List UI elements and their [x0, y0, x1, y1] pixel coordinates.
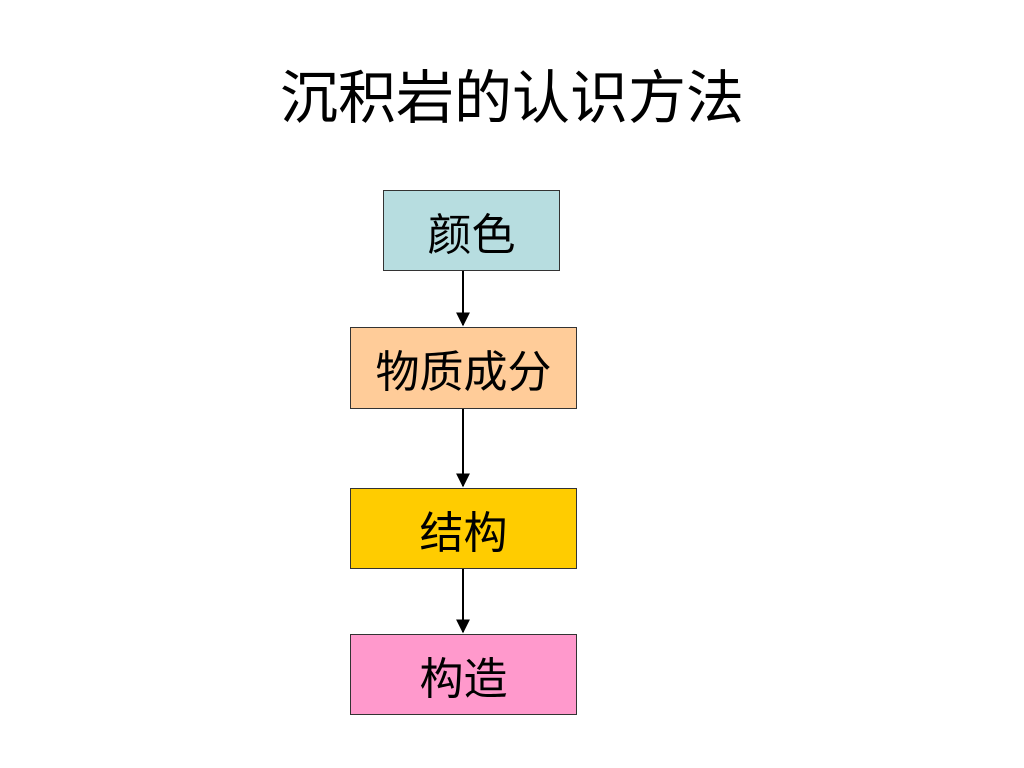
flow-box-color: 颜色: [383, 190, 560, 271]
flow-box-label: 物质成分: [375, 347, 552, 398]
flow-box-structure: 构造: [350, 634, 577, 715]
slide-title: 沉积岩的认识方法: [279, 64, 744, 132]
flow-box-composition: 物质成分: [350, 327, 577, 409]
flow-box-texture: 结构: [350, 488, 577, 569]
flow-box-label: 构造: [419, 653, 508, 705]
flow-box-label: 颜色: [427, 209, 516, 261]
flow-box-label: 结构: [419, 507, 508, 559]
